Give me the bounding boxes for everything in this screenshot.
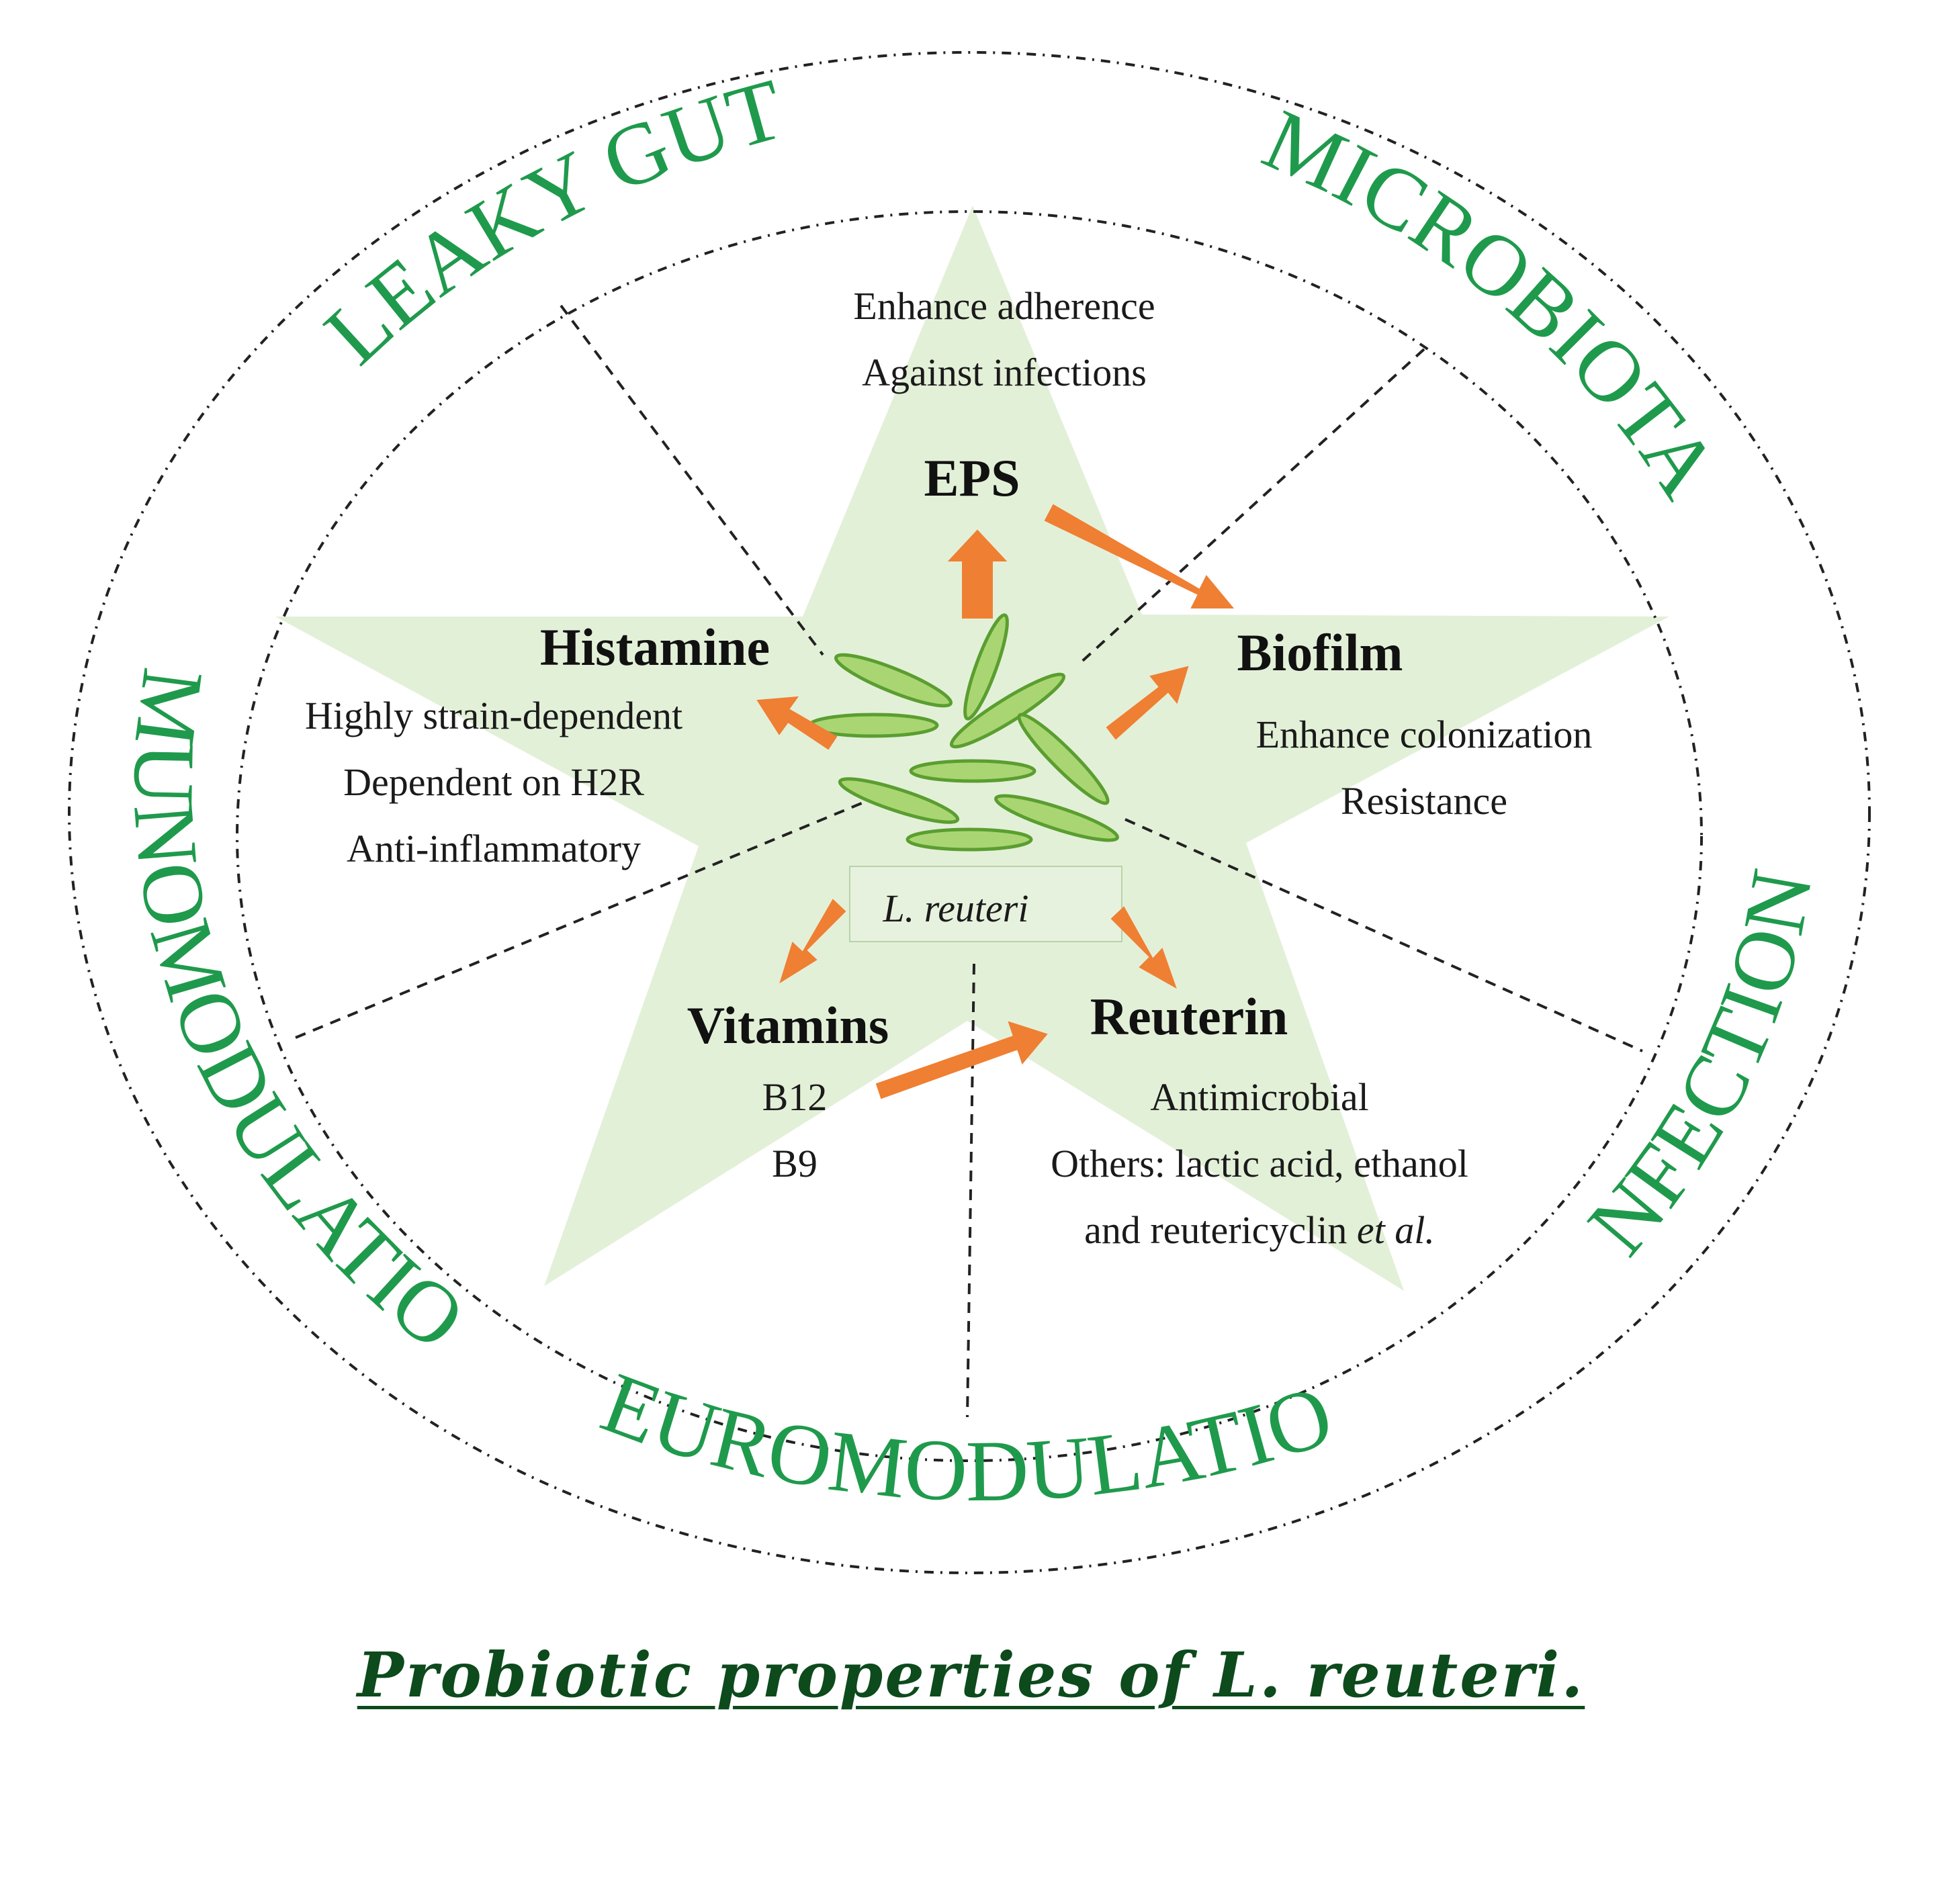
histamine-line-3: Anti-inflammatory bbox=[347, 827, 641, 870]
biofilm-line-2: Resistance bbox=[1341, 779, 1507, 823]
histamine-title: Histamine bbox=[540, 618, 770, 676]
label-leaky-gut: LEAKY GUT bbox=[307, 60, 793, 383]
bacterium bbox=[1017, 713, 1110, 805]
divider-upper-left bbox=[560, 304, 824, 656]
reuterin-line-3: and reutericyclin et al. bbox=[1084, 1208, 1435, 1252]
bacterium bbox=[834, 653, 953, 708]
eps-line-2: Against infections bbox=[862, 351, 1147, 394]
reuterin-line-1: Antimicrobial bbox=[1150, 1075, 1368, 1119]
reuterin-line-3-italic: et al. bbox=[1357, 1208, 1435, 1252]
star-shape bbox=[275, 206, 1669, 1291]
label-microbiota-path: MICROBIOTA bbox=[1250, 91, 1737, 514]
bacterium bbox=[994, 794, 1119, 842]
vitamins-line-1: B12 bbox=[762, 1075, 828, 1119]
reuterin-line-3-main: and reutericyclin bbox=[1084, 1208, 1357, 1252]
histamine-line-2: Dependent on H2R bbox=[343, 760, 644, 804]
sector-dividers bbox=[295, 304, 1643, 1418]
bacterium bbox=[909, 759, 1036, 783]
bacterium bbox=[838, 777, 960, 824]
inner-ellipse bbox=[236, 210, 1703, 1462]
histamine-line-1: Highly strain-dependent bbox=[305, 694, 682, 737]
reuterin-line-2: Others: lactic acid, ethanol bbox=[1051, 1142, 1468, 1185]
bacteria-cluster bbox=[807, 613, 1119, 852]
figure-caption: Probiotic properties of L. reuteri. bbox=[0, 1639, 1942, 1711]
arrow-to-histamine bbox=[756, 696, 838, 750]
arrows bbox=[756, 504, 1235, 1099]
center-label: L. reuteri bbox=[883, 887, 1029, 930]
arrow-to-vitamins bbox=[779, 899, 846, 984]
eps-title: EPS bbox=[924, 449, 1020, 507]
label-leaky-gut-path: LEAKY GUT bbox=[307, 60, 793, 383]
label-microbiota: MICROBIOTA bbox=[1250, 91, 1737, 514]
divider-bottom bbox=[966, 963, 975, 1418]
arrow-eps-to-biofilm bbox=[1044, 504, 1235, 608]
arrow-to-eps bbox=[947, 529, 1008, 619]
arrow-to-biofilm bbox=[1106, 666, 1189, 740]
biofilm-line-1: Enhance colonization bbox=[1256, 713, 1593, 756]
divider-left bbox=[295, 801, 864, 1039]
figure-caption-text: Probiotic properties of L. reuteri. bbox=[357, 1639, 1585, 1711]
divider-right bbox=[1124, 818, 1643, 1052]
vitamins-title: Vitamins bbox=[687, 996, 889, 1054]
arrow-to-reuterin bbox=[1110, 906, 1177, 989]
reuterin-title: Reuterin bbox=[1090, 987, 1288, 1046]
eps-line-1: Enhance adherence bbox=[853, 284, 1155, 328]
outer-ellipse bbox=[68, 51, 1871, 1574]
biofilm-title: Biofilm bbox=[1237, 623, 1403, 682]
bacterium bbox=[949, 672, 1066, 749]
arrow-vitamins-to-reuterin bbox=[875, 1021, 1048, 1099]
bacterium bbox=[906, 827, 1033, 852]
divider-upper-right bbox=[1077, 348, 1425, 666]
center-label-box bbox=[849, 866, 1122, 942]
bacterium bbox=[963, 613, 1009, 721]
vitamins-line-2: B9 bbox=[772, 1142, 818, 1185]
